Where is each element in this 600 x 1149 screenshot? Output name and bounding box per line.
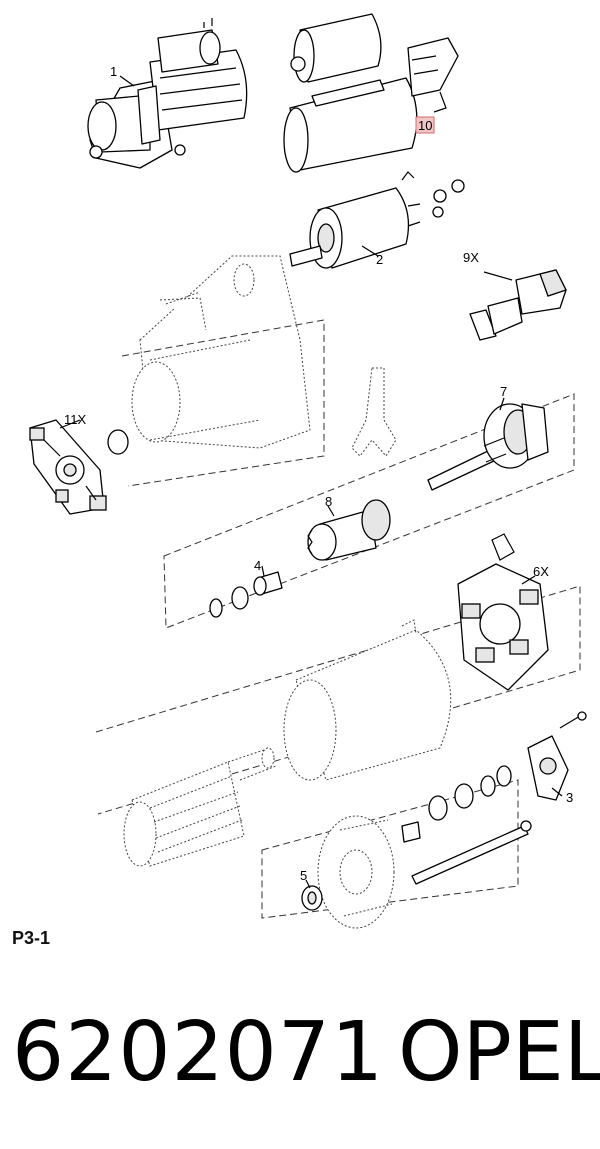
- exploded-parts-diagram: 1 2 3 4 5 6X 7 8 9X 10 11X: [29, 13, 587, 929]
- starter-housing-outline: [131, 255, 311, 449]
- label-part-1: 1: [110, 64, 117, 79]
- part-2-solenoid[interactable]: [289, 171, 465, 269]
- shift-lever[interactable]: [351, 367, 397, 457]
- part-8-pinion[interactable]: [307, 499, 391, 561]
- label-part-11: 11X: [64, 412, 86, 427]
- label-part-8: 8: [325, 494, 332, 509]
- label-part-10: 10: [418, 118, 432, 133]
- part-6-brush-plate[interactable]: [457, 533, 549, 691]
- label-part-4: 4: [254, 558, 261, 573]
- armature-outline: [123, 747, 277, 867]
- part-4-bushing[interactable]: [209, 571, 283, 618]
- part-number: 6202071: [12, 1005, 385, 1100]
- part-7-drive-shaft[interactable]: [427, 403, 549, 491]
- label-part-7: 7: [500, 384, 507, 399]
- part-11-brush-holder[interactable]: [29, 419, 129, 515]
- label-part-3: 3: [566, 790, 573, 805]
- part-9-terminals[interactable]: [469, 269, 567, 341]
- part-3-cover-plate[interactable]: [401, 711, 587, 843]
- highlight-part-10: [415, 116, 435, 134]
- label-part-9: 9X: [463, 250, 479, 265]
- label-part-6: 6X: [533, 564, 549, 579]
- label-part-5: 5: [300, 868, 307, 883]
- part-10-starter-assembly[interactable]: [283, 13, 459, 173]
- through-bolt[interactable]: [411, 820, 532, 885]
- drive-end-plate[interactable]: [317, 815, 395, 929]
- label-part-2: 2: [376, 252, 383, 267]
- part-5-washer[interactable]: [301, 885, 323, 911]
- part-1-starter-motor[interactable]: [87, 18, 248, 169]
- page-code: P3-1: [12, 928, 51, 948]
- brand-name: OPEL: [398, 1005, 600, 1100]
- field-housing-outline: [283, 619, 452, 781]
